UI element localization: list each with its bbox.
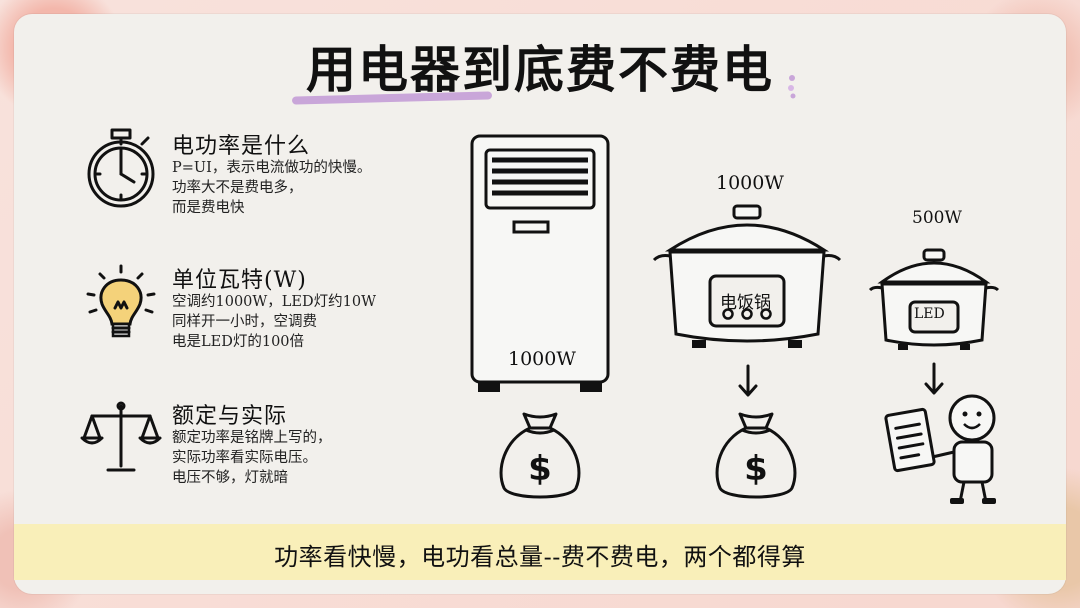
summary-band: [14, 524, 1066, 580]
info-line: 电是LED灯的100倍: [172, 334, 305, 350]
small-cooker-icon: [868, 248, 1000, 350]
cooker-panel-label: 电饭锅: [720, 293, 771, 313]
info-heading: 额定与实际: [172, 404, 288, 429]
rice-cooker-icon: [652, 204, 842, 348]
info-text: 空调约1000W，LED灯约10W 同样开一小时，空调费 电是LED灯的100倍: [172, 292, 422, 352]
info-text: P=UI，表示电流做功的快慢。 功率大不是费电多， 而是费电快: [172, 158, 412, 218]
info-item-unit: 单位瓦特(W) 空调约1000W，LED灯约10W 同样开一小时，空调费 电是L…: [80, 262, 410, 352]
summary-text: 功率看快慢，电功看总量--费不费电，两个都得算: [274, 543, 806, 571]
arrow-down-icon: [738, 364, 758, 397]
person-with-clipboard-icon: [884, 394, 996, 504]
ac-power-label: 1000W: [508, 348, 576, 370]
info-line: 实际功率看实际电压。: [172, 450, 317, 466]
info-line: 功率大不是费电多，: [172, 180, 303, 196]
money-bag-icon: $: [499, 412, 581, 499]
svg-text:$: $: [528, 449, 552, 489]
info-item-rated: 额定与实际 额定功率是铭牌上写的， 实际功率看实际电压。 电压不够，灯就暗: [80, 398, 410, 488]
lightbulb-icon: [86, 264, 156, 338]
info-line: 空调约1000W，LED灯约10W: [172, 294, 376, 310]
info-item-power: 电功率是什么 P=UI，表示电流做功的快慢。 功率大不是费电多， 而是费电快: [80, 128, 410, 218]
info-line: 额定功率是铭牌上写的，: [172, 430, 332, 446]
page-title: 用电器到底费不费电: [306, 41, 774, 99]
info-line: 同样开一小时，空调费: [172, 314, 317, 330]
svg-text:$: $: [744, 449, 768, 489]
arrow-down-icon: [924, 362, 944, 395]
cooker-power-label: 1000W: [716, 172, 784, 194]
small-panel-label: LED: [914, 306, 945, 322]
sparkle-icon: [788, 75, 796, 99]
small-power-label: 500W: [912, 208, 962, 228]
info-heading: 电功率是什么: [172, 134, 311, 159]
info-line: 而是费电快: [172, 200, 245, 216]
money-bag-icon: $: [715, 412, 797, 499]
stopwatch-icon: [87, 128, 155, 208]
info-text: 额定功率是铭牌上写的， 实际功率看实际电压。 电压不够，灯就暗: [172, 428, 412, 488]
info-heading: 单位瓦特(W): [172, 268, 307, 293]
air-conditioner-icon: [470, 134, 610, 392]
info-line: P=UI，表示电流做功的快慢。: [172, 160, 372, 176]
info-line: 电压不够，灯就暗: [172, 470, 288, 486]
balance-scale-icon: [80, 401, 162, 472]
